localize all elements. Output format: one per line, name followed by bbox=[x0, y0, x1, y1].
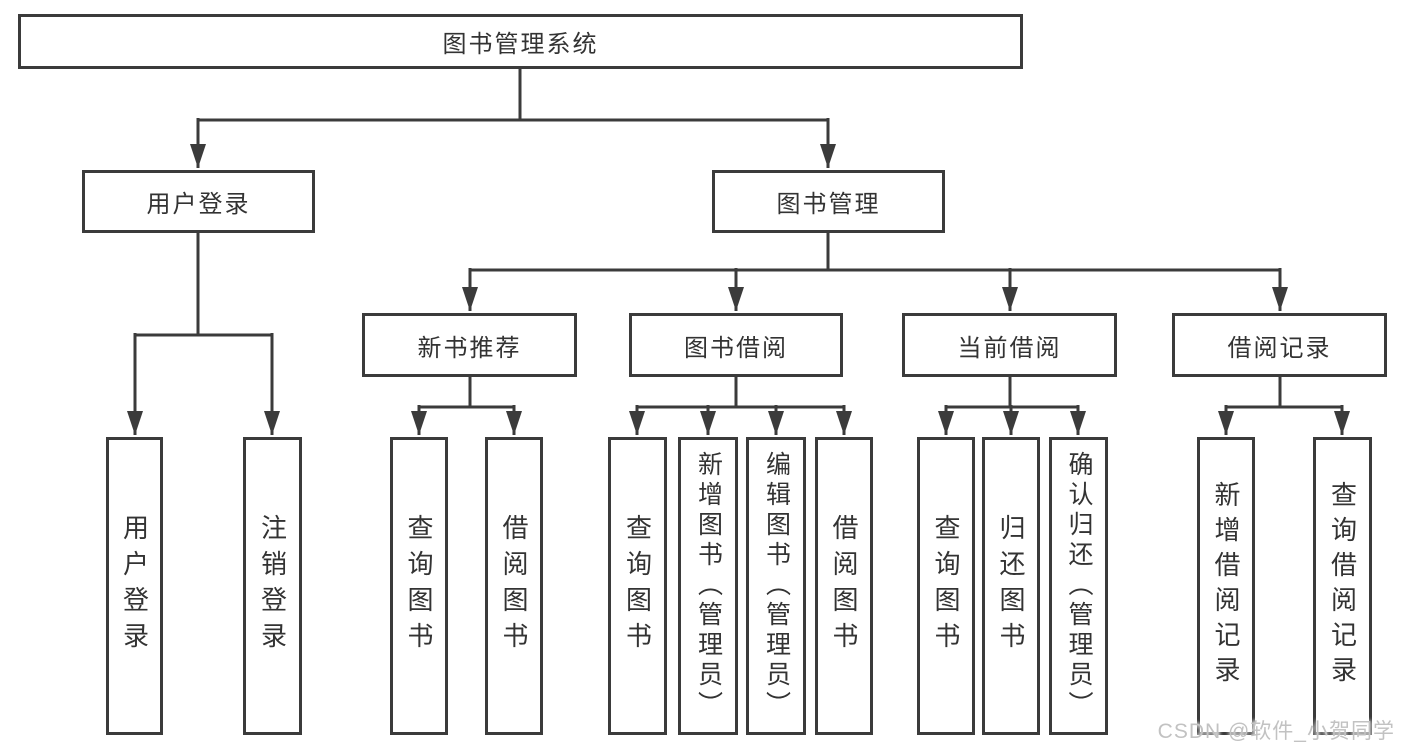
leaf-current-confirm-return-admin: 确认归还（管理员） bbox=[1049, 437, 1108, 735]
leaf-borrow-query-books-label: 查询图书 bbox=[622, 514, 653, 658]
node-borrow-records: 借阅记录 bbox=[1172, 313, 1387, 377]
leaf-current-confirm-return-admin-label: 确认归还（管理员） bbox=[1065, 451, 1093, 721]
leaf-current-return-books: 归还图书 bbox=[982, 437, 1040, 735]
leaf-rec-query-books-label: 查询图书 bbox=[404, 514, 434, 658]
leaf-borrow-edit-books-admin-label: 编辑图书（管理员） bbox=[762, 451, 791, 721]
leaf-borrow-borrow-books: 借阅图书 bbox=[815, 437, 873, 735]
leaf-rec-borrow-books: 借阅图书 bbox=[485, 437, 543, 735]
leaf-rec-borrow-books-label: 借阅图书 bbox=[499, 514, 529, 658]
leaf-records-add-record-label: 新增借阅记录 bbox=[1211, 481, 1241, 691]
leaf-user-login-label: 用户登录 bbox=[119, 514, 150, 658]
node-current-borrow: 当前借阅 bbox=[902, 313, 1117, 377]
leaf-borrow-query-books: 查询图书 bbox=[608, 437, 667, 735]
leaf-borrow-add-books-admin-label: 新增图书（管理员） bbox=[694, 451, 723, 721]
leaf-logout-label: 注销登录 bbox=[257, 514, 288, 658]
leaf-records-query-record-label: 查询借阅记录 bbox=[1327, 481, 1358, 691]
node-root-label: 图书管理系统 bbox=[442, 31, 599, 58]
node-user-login: 用户登录 bbox=[82, 170, 315, 233]
node-root: 图书管理系统 bbox=[18, 14, 1023, 69]
leaf-records-query-record: 查询借阅记录 bbox=[1313, 437, 1372, 735]
node-borrow-records-label: 借阅记录 bbox=[1227, 334, 1332, 362]
node-user-login-label: 用户登录 bbox=[146, 191, 251, 218]
node-new-book-rec-label: 新书推荐 bbox=[417, 334, 522, 362]
node-book-borrow-label: 图书借阅 bbox=[684, 334, 788, 362]
leaf-borrow-borrow-books-label: 借阅图书 bbox=[829, 514, 859, 658]
leaf-borrow-add-books-admin: 新增图书（管理员） bbox=[678, 437, 738, 735]
leaf-current-return-books-label: 归还图书 bbox=[996, 514, 1026, 658]
node-book-mgmt-label: 图书管理 bbox=[776, 191, 881, 218]
leaf-rec-query-books: 查询图书 bbox=[390, 437, 448, 735]
node-book-borrow: 图书借阅 bbox=[629, 313, 843, 377]
leaf-user-login: 用户登录 bbox=[106, 437, 163, 735]
leaf-current-query-books-label: 查询图书 bbox=[931, 514, 961, 658]
leaf-records-add-record: 新增借阅记录 bbox=[1197, 437, 1255, 735]
node-book-mgmt: 图书管理 bbox=[712, 170, 945, 233]
leaf-logout: 注销登录 bbox=[243, 437, 302, 735]
leaf-current-query-books: 查询图书 bbox=[917, 437, 975, 735]
node-current-borrow-label: 当前借阅 bbox=[957, 334, 1062, 362]
leaf-borrow-edit-books-admin: 编辑图书（管理员） bbox=[746, 437, 806, 735]
csdn-watermark: CSDN @软件_小贺同学 bbox=[1157, 720, 1395, 743]
node-new-book-rec: 新书推荐 bbox=[362, 313, 577, 377]
